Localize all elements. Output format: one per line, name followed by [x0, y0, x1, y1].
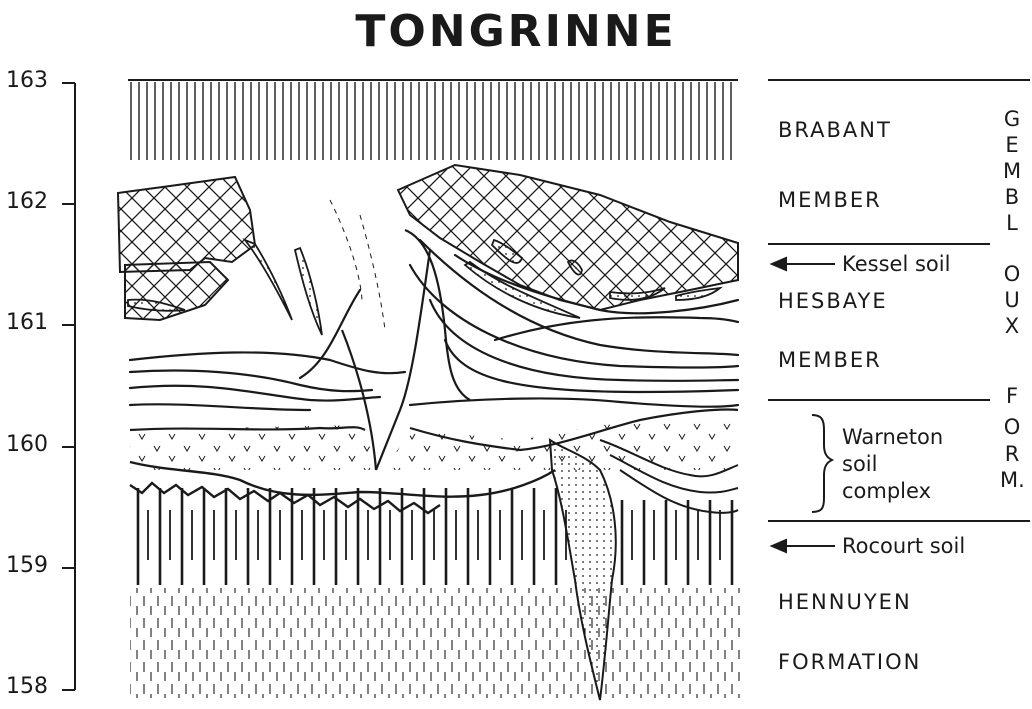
label-member-1: MEMBER	[778, 188, 882, 212]
warneton-band	[130, 409, 738, 496]
rocourt-arrow	[772, 540, 835, 552]
label-member-2: MEMBER	[778, 348, 882, 372]
depth-axis	[62, 83, 75, 690]
form-letter-r: R	[1000, 442, 1024, 466]
label-hennuyen: HENNUYEN	[778, 590, 912, 614]
form-letter-f: F	[1000, 384, 1024, 408]
crosshatch-right	[398, 165, 738, 310]
label-complex: complex	[842, 479, 931, 503]
rocourt-bars	[130, 483, 740, 585]
brabant-fine-lines	[128, 80, 738, 160]
label-hesbaye: HESBAYE	[778, 289, 888, 313]
gembloux-letter-b: B	[1000, 185, 1024, 209]
warneton-brace	[812, 415, 832, 512]
label-soil: soil	[842, 452, 877, 476]
gembloux-letter-o: O	[1000, 262, 1024, 286]
label-formation: FORMATION	[778, 650, 921, 674]
gembloux-letter-m: M	[1000, 159, 1024, 183]
form-letter-m: M.	[1000, 468, 1024, 492]
gembloux-letter-g: G	[1000, 107, 1024, 131]
form-letter-o: O	[1000, 415, 1024, 439]
label-kessel-soil: Kessel soil	[842, 252, 950, 276]
gembloux-letter-u: U	[1000, 288, 1024, 312]
label-warneton: Warneton	[842, 425, 943, 449]
label-brabant: BRABANT	[778, 118, 892, 142]
gembloux-letter-e: E	[1000, 133, 1024, 157]
gembloux-letter-l: L	[1000, 211, 1024, 235]
kessel-arrow	[772, 258, 835, 270]
crosshatch-left	[118, 177, 255, 272]
hennuyen-dashes	[130, 588, 740, 698]
label-rocourt-soil: Rocourt soil	[842, 534, 965, 558]
gembloux-letter-x: X	[1000, 314, 1024, 338]
